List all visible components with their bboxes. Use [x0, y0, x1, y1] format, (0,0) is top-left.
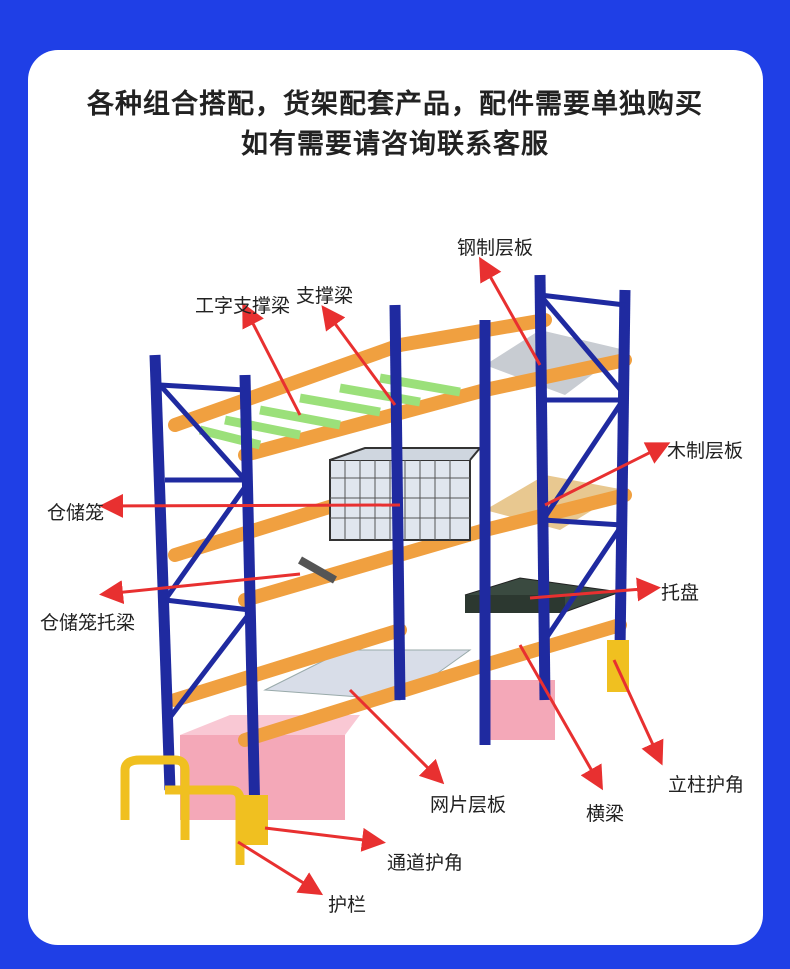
label-pallet: 托盘: [661, 578, 699, 605]
label-guardrail: 护栏: [328, 890, 366, 917]
label-aisle-guard: 通道护角: [387, 848, 463, 875]
label-steel-shelf: 钢制层板: [457, 233, 533, 260]
label-cross-beam: 横梁: [586, 799, 624, 826]
label-mesh-shelf: 网片层板: [430, 790, 506, 817]
label-wood-shelf: 木制层板: [667, 436, 743, 463]
label-support-beam: 支撑梁: [296, 281, 353, 308]
label-i-beam-support: 工字支撑梁: [195, 291, 290, 318]
aisle-guard-shape: [243, 795, 268, 845]
label-storage-cage: 仓储笼: [47, 498, 104, 525]
storage-cage: [330, 448, 480, 540]
label-upright-guard: 立柱护角: [668, 770, 744, 797]
label-cage-beam: 仓储笼托梁: [40, 608, 135, 635]
